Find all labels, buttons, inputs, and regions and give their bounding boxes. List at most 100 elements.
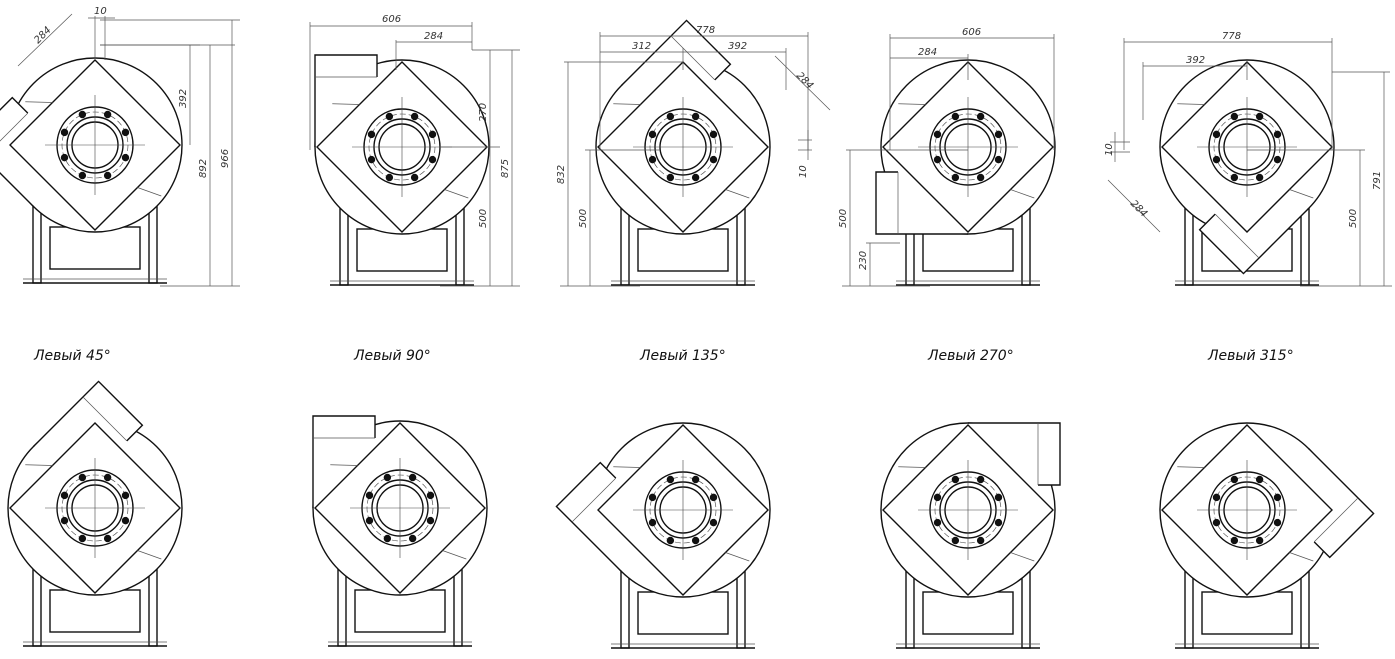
- bolt-hole: [383, 534, 392, 543]
- stand-leg-right: [736, 569, 746, 649]
- bolt-hole: [103, 534, 112, 543]
- caption-left-90: Левый 90°: [353, 348, 431, 364]
- panel-seam-2: [1289, 189, 1314, 199]
- panel-seam-2: [1010, 552, 1035, 562]
- bolt-hole: [1212, 130, 1221, 139]
- caption-left-315: Левый 315°: [1207, 348, 1294, 364]
- panel-seam-1: [898, 466, 926, 468]
- panel-diamond: [882, 61, 1054, 233]
- dim-view5-f: 791: [1372, 171, 1383, 190]
- panel-seam-1: [332, 103, 360, 105]
- panel-diamond: [597, 61, 769, 233]
- bolt-hole: [933, 518, 942, 527]
- dim-view2-e: 875: [500, 159, 511, 178]
- bolt-hole: [709, 130, 718, 139]
- bolt-hole: [60, 516, 69, 525]
- bolt-hole: [666, 475, 675, 484]
- bolt-hole: [1212, 518, 1221, 527]
- bolt-hole: [648, 493, 657, 502]
- bolt-hole: [709, 155, 718, 164]
- outlet-flange: [0, 112, 29, 158]
- stand-leg-right: [736, 206, 746, 286]
- bolt-hole: [103, 473, 112, 482]
- motor-frame: [354, 589, 446, 633]
- fan-view-bottom-1: [7, 380, 183, 647]
- bolt-hole: [1255, 173, 1264, 182]
- bolt-hole: [1273, 518, 1282, 527]
- bolt-hole: [121, 491, 130, 500]
- dim-view3-e: 832: [556, 165, 567, 184]
- dim-view3-c: 392: [728, 41, 747, 52]
- bolt-hole: [385, 112, 394, 121]
- bolt-hole: [408, 473, 417, 482]
- panel-seam-2: [137, 187, 162, 197]
- outlet-flange: [571, 477, 617, 523]
- outlet-duct-group: [32, 380, 144, 447]
- dim-view3-g: 10: [798, 165, 809, 178]
- bolt-hole: [1212, 155, 1221, 164]
- outlet-duct-group: [968, 422, 1061, 486]
- dim-view5-e: 500: [1348, 209, 1359, 228]
- dim-view3-a: 778: [696, 25, 715, 36]
- dim-view1-b: 284: [32, 25, 53, 46]
- bolt-hole: [951, 536, 960, 545]
- bolt-hole: [426, 491, 435, 500]
- bolt-hole: [383, 473, 392, 482]
- bolt-hole: [933, 130, 942, 139]
- bolt-hole: [1230, 173, 1239, 182]
- dimensions-left-45: 10 284 392 892 966: [17, 6, 240, 287]
- panel-diamond: [882, 424, 1054, 596]
- bolt-hole: [691, 475, 700, 484]
- dim-view1-c: 392: [178, 89, 189, 108]
- bolt-hole: [691, 173, 700, 182]
- dim-view1-d: 892: [198, 159, 209, 178]
- outlet-duct: [620, 19, 732, 86]
- outlet-duct: [0, 96, 34, 208]
- dim-view2-b: 284: [424, 31, 443, 42]
- caption-left-135: Левый 135°: [639, 348, 726, 364]
- bolt-hole: [648, 130, 657, 139]
- bolt-hole: [60, 153, 69, 162]
- dim-view5-c: 10: [1104, 143, 1115, 156]
- fan-view-left-90: [314, 54, 490, 286]
- outlet-duct: [314, 54, 378, 147]
- bolt-hole: [691, 536, 700, 545]
- outlet-duct: [32, 380, 144, 447]
- bolt-hole: [976, 173, 985, 182]
- outlet-duct: [1308, 447, 1375, 559]
- dim-view4-c: 500: [838, 209, 849, 228]
- stand-leg-right: [148, 567, 158, 647]
- stand-leg-right: [453, 567, 463, 647]
- dim-view3-f: 500: [578, 209, 589, 228]
- motor-frame: [49, 226, 141, 270]
- bolt-hole: [1255, 112, 1264, 121]
- caption-left-270: Левый 270°: [927, 348, 1014, 364]
- dim-view4-a: 606: [962, 27, 981, 38]
- panel-seam-2: [725, 552, 750, 562]
- outlet-duct-group: [875, 171, 968, 235]
- stand-leg-right: [455, 206, 465, 286]
- panel-diamond: [597, 424, 769, 596]
- bolt-hole: [78, 473, 87, 482]
- bolt-hole: [121, 153, 130, 162]
- bolt-hole: [976, 112, 985, 121]
- fan-view-left-270: [875, 59, 1056, 286]
- bolt-hole: [976, 475, 985, 484]
- fan-view-left-135: [595, 19, 771, 286]
- bolt-hole: [121, 516, 130, 525]
- bolt-hole: [1230, 536, 1239, 545]
- bolt-hole: [121, 128, 130, 137]
- bolt-hole: [691, 112, 700, 121]
- fan-view-left-315: [1159, 59, 1335, 286]
- bolt-hole: [428, 130, 437, 139]
- fan-view-bottom-4: [880, 422, 1061, 649]
- outlet-duct-group: [314, 54, 378, 147]
- stand-leg-right: [1021, 206, 1031, 286]
- outlet-duct: [875, 171, 968, 235]
- outlet-duct-group: [620, 19, 732, 86]
- bolt-hole: [709, 518, 718, 527]
- outlet-duct: [1198, 208, 1310, 275]
- outlet-flange: [1313, 497, 1359, 543]
- bolt-hole: [666, 536, 675, 545]
- stand-leg-left: [1184, 206, 1194, 286]
